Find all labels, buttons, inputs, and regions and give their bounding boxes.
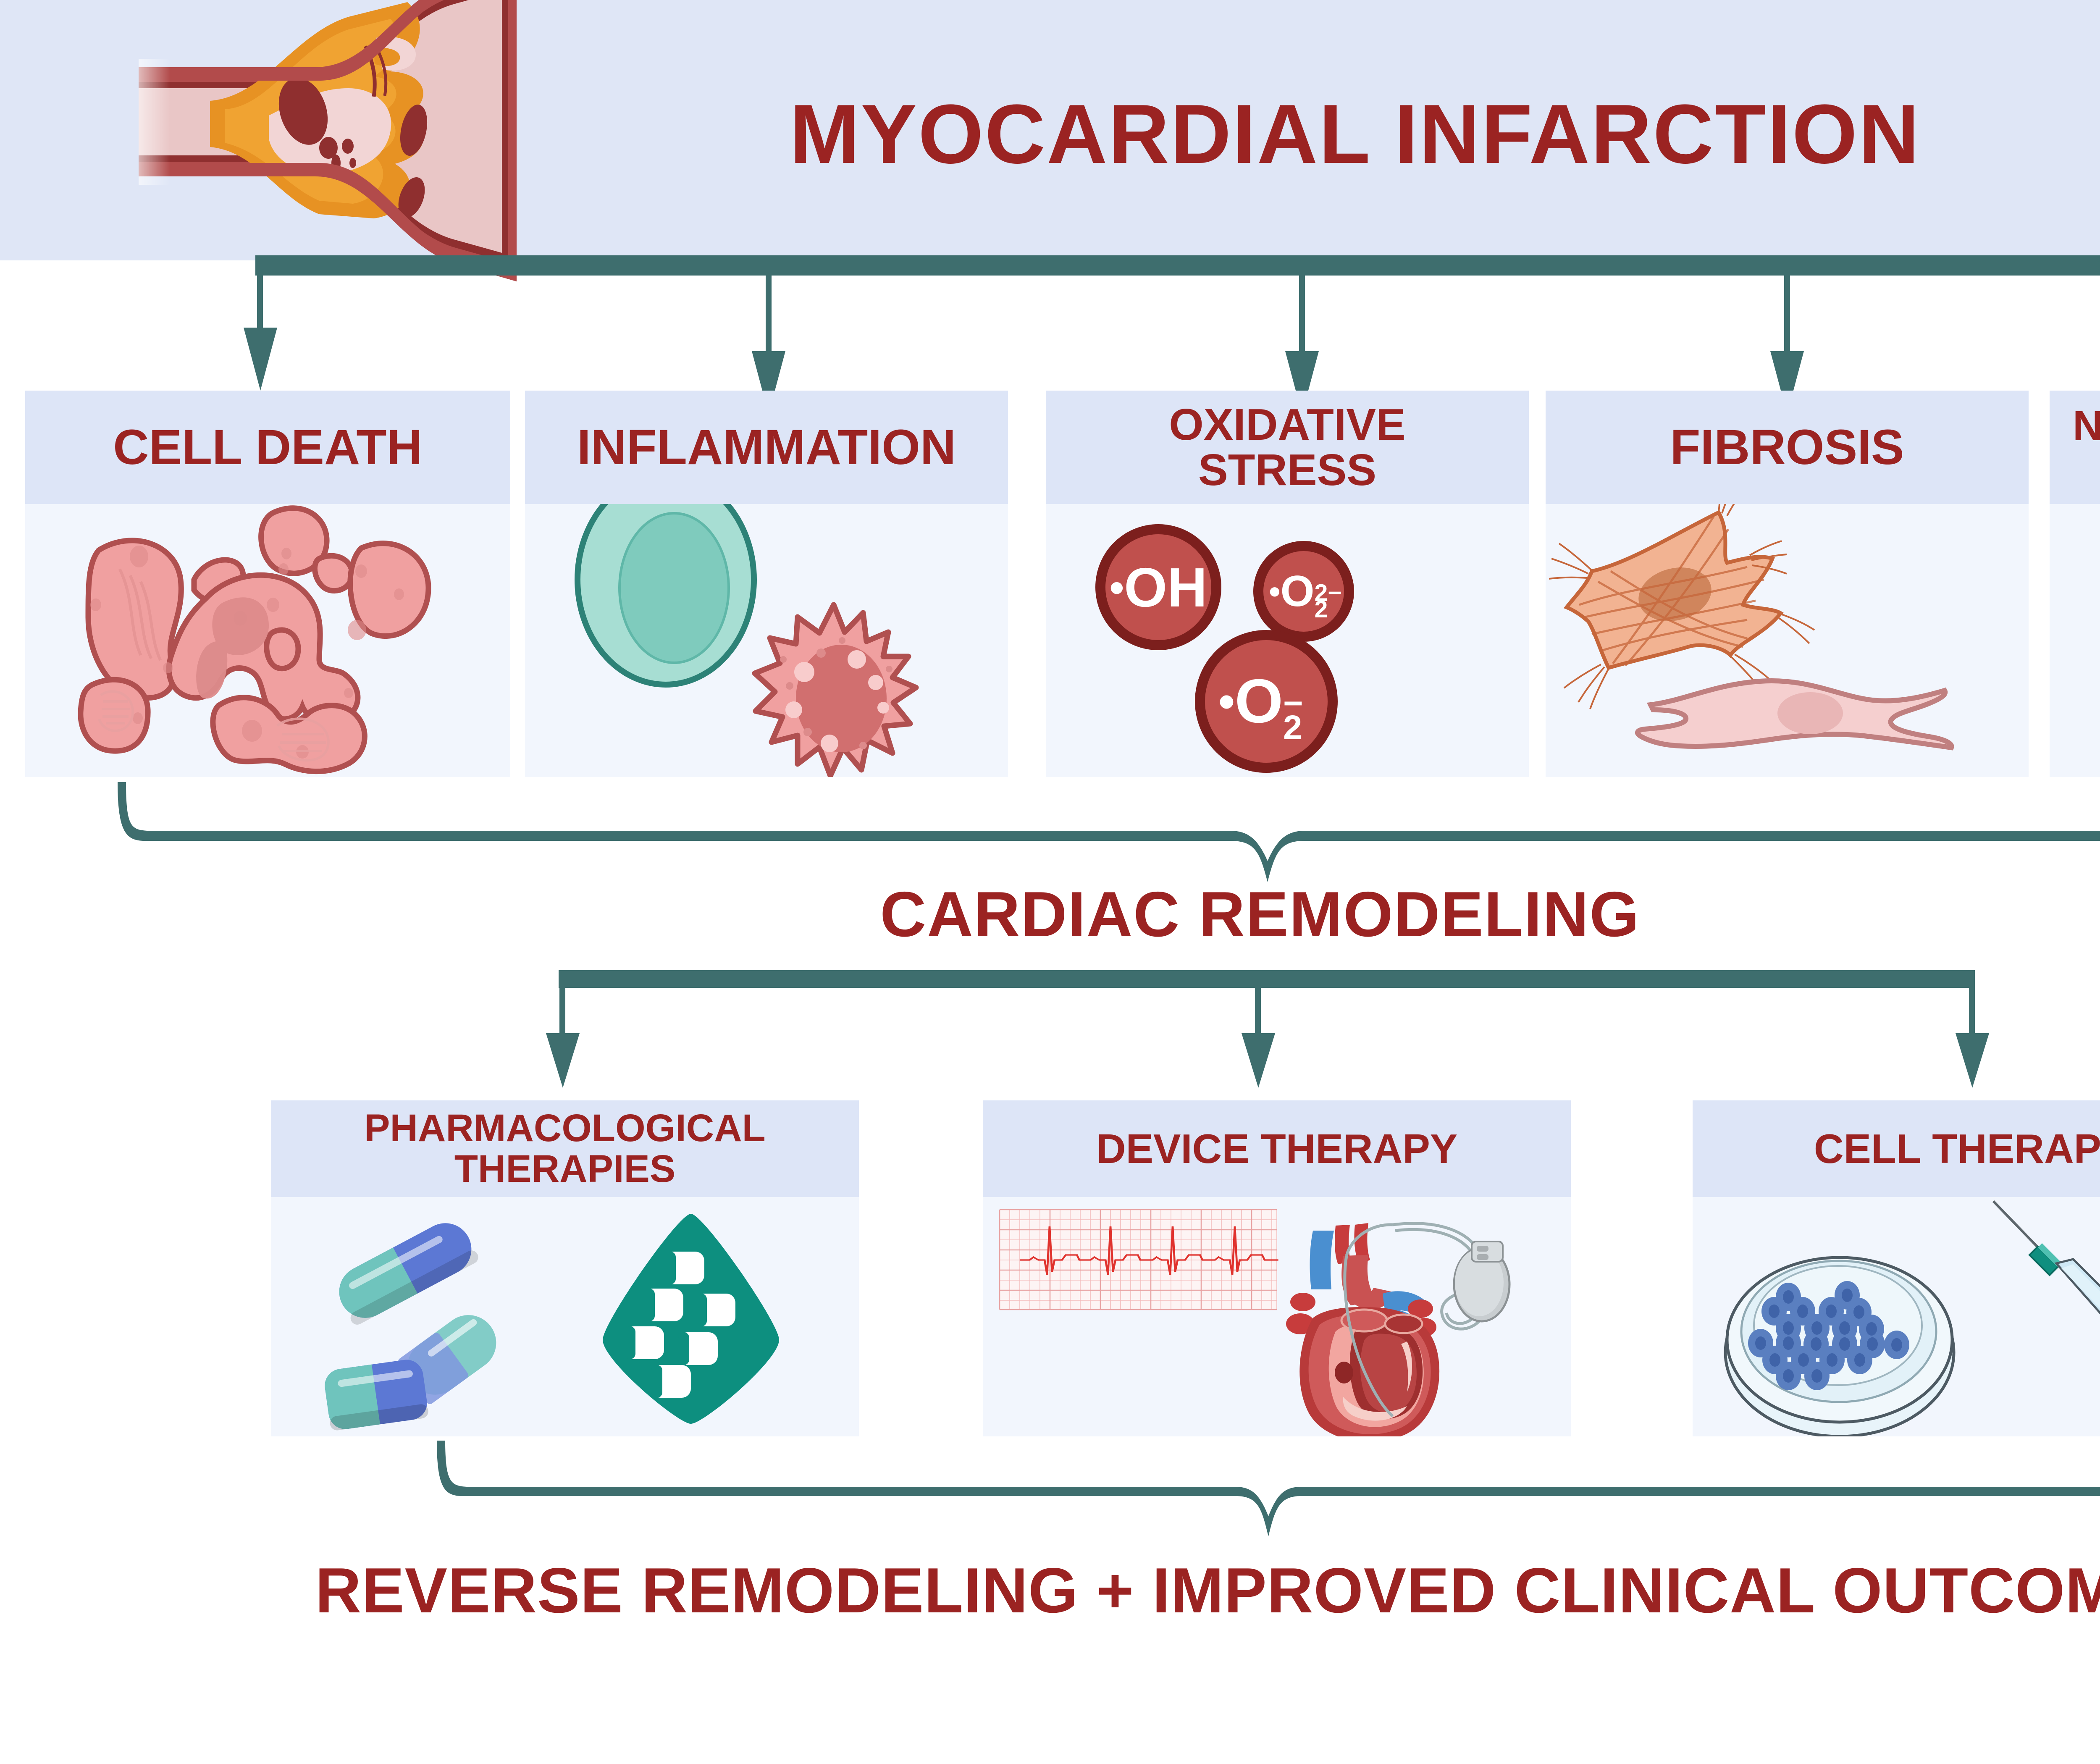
header-band: MYOCARDIAL INFARCTION: [0, 0, 2100, 281]
fibroblast-icon: [1549, 504, 1954, 751]
atherosclerotic-artery-icon: [139, 0, 517, 281]
neurohormonal-vesicles-icon: [2050, 504, 2100, 777]
ros-subscript: 2: [1314, 596, 1328, 623]
mechanism-card-header: NEUROHORMONAL SYSTEMS: [2050, 391, 2100, 504]
therapy-label: CELL THERAPIES: [1814, 1125, 2100, 1172]
mechanism-card-fibrosis[interactable]: FIBROSIS: [1546, 391, 2029, 777]
therapy-card-device[interactable]: DEVICE THERAPY: [983, 1100, 1571, 1436]
mechanism-card-header: CELL DEATH: [25, 391, 510, 504]
therapy-card-body: [1693, 1197, 2100, 1436]
brace-therapies-to-outcome: [437, 1441, 2100, 1536]
ros-badge-hydroxyl-radical: •OH: [1095, 524, 1221, 650]
therapy-card-header: DEVICE THERAPY: [983, 1100, 1571, 1197]
top-connector-arrows: [244, 255, 2100, 414]
mechanism-card-header: FIBROSIS: [1546, 391, 2029, 504]
therapy-card-body: [983, 1197, 1571, 1436]
radical-dot: •: [1218, 675, 1235, 727]
ros-formula: OH: [1124, 556, 1208, 618]
mechanism-label-line1: OXIDATIVE: [1169, 399, 1406, 449]
mechanism-label-line2: STRESS: [1198, 445, 1377, 495]
ros-superscript: −: [1283, 684, 1303, 722]
cardiac-remodeling-label: CARDIAC REMODELING: [880, 879, 1640, 950]
therapy-card-header: PHARMACOLOGICAL THERAPIES: [271, 1100, 859, 1197]
mechanism-label: CELL DEATH: [113, 419, 423, 475]
therapy-label-line2: THERAPIES: [454, 1147, 676, 1190]
outcome-label: REVERSE REMODELING + IMPROVED CLINICAL O…: [315, 1555, 2100, 1626]
radical-dot: •: [1269, 573, 1281, 610]
ecg-and-pacemaker-heart-icon: [999, 1209, 1511, 1436]
petri-dish-and-syringe-icon: [1724, 1200, 2100, 1436]
immune-cells-icon: [575, 504, 919, 777]
brace-mechanisms-to-remodeling: [118, 782, 2100, 882]
mechanism-card-inflammation[interactable]: INFLAMMATION: [525, 391, 1008, 777]
mechanism-card-body: [525, 504, 1008, 777]
page-title: MYOCARDIAL INFARCTION: [790, 87, 1921, 181]
mechanism-card-header: INFLAMMATION: [525, 391, 1008, 504]
mid-connector-arrows: [546, 970, 1989, 1088]
therapy-card-cell[interactable]: CELL THERAPIES: [1693, 1100, 2100, 1436]
radical-dot: •: [1109, 564, 1124, 611]
mechanism-label: FIBROSIS: [1670, 419, 1904, 475]
therapy-label: DEVICE THERAPY: [1096, 1125, 1458, 1172]
capsules-and-blister-pack-icon: [325, 1214, 779, 1431]
mechanism-card-body: [1546, 504, 2029, 777]
mechanism-label: INFLAMMATION: [577, 419, 956, 475]
mechanism-card-neurohormonal-systems[interactable]: NEUROHORMONAL SYSTEMS: [2050, 391, 2100, 777]
ros-formula: O: [1234, 667, 1283, 736]
mechanism-card-cell-death[interactable]: CELL DEATH: [25, 391, 510, 777]
ros-superscript: 2−: [1314, 580, 1342, 607]
ros-formula: O: [1280, 567, 1315, 616]
ros-badge-superoxide: •O−2: [1195, 630, 1338, 773]
mechanism-card-header: OXIDATIVE STRESS: [1046, 391, 1529, 504]
necrotic-cells-icon: [78, 505, 431, 774]
mechanism-card-body: [25, 504, 510, 777]
therapy-label-line1: PHARMACOLOGICAL: [364, 1107, 766, 1150]
mechanism-card-body: [2050, 504, 2100, 777]
therapy-card-body: [271, 1197, 859, 1436]
therapy-card-pharmacological[interactable]: PHARMACOLOGICAL THERAPIES: [271, 1100, 859, 1436]
ros-subscript: 2: [1283, 709, 1302, 747]
therapy-card-header: CELL THERAPIES: [1693, 1100, 2100, 1197]
mechanism-label-line1: NEUROHORMONAL: [2073, 402, 2100, 449]
